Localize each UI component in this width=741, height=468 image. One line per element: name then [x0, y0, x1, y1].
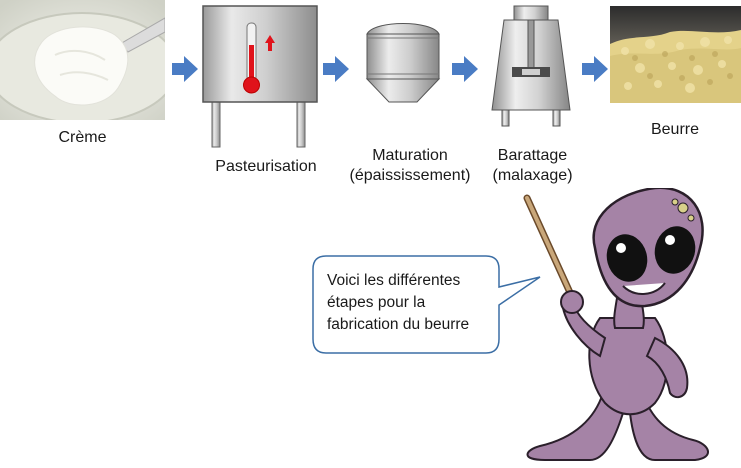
- butter-photo: [610, 6, 741, 103]
- speech-line-2: étapes pour la: [327, 294, 426, 311]
- step-label-pasteurisation: Pasteurisation: [215, 158, 317, 175]
- maturation-tank-icon: [364, 16, 442, 106]
- alien-character-illustration: [515, 186, 741, 463]
- step-label-maturation: Maturation (épaississement): [340, 146, 480, 186]
- step-label-barattage: Barattage (malaxage): [480, 146, 585, 186]
- cream-photo: [0, 0, 178, 124]
- step-label-beurre: Beurre: [650, 121, 700, 138]
- speech-line-1: Voici les différentes: [327, 272, 461, 289]
- arrow-right-icon: [452, 56, 478, 87]
- speech-bubble-text: Voici les différentes étapes pour la fab…: [327, 270, 502, 336]
- arrow-right-icon: [582, 56, 608, 87]
- pasteurisation-tank-icon: [202, 5, 318, 153]
- speech-bubble: [312, 255, 541, 354]
- step-label-line2: (malaxage): [492, 167, 573, 184]
- step-label-line1: Maturation: [372, 147, 448, 164]
- barattage-churn-icon: [490, 4, 572, 128]
- arrow-right-icon: [323, 56, 349, 87]
- speech-line-3: fabrication du beurre: [327, 316, 470, 333]
- arrow-right-icon: [172, 56, 198, 87]
- step-label-line2: (épaississement): [349, 167, 471, 184]
- step-label-creme: Crème: [58, 129, 107, 146]
- step-label-line1: Barattage: [497, 147, 568, 164]
